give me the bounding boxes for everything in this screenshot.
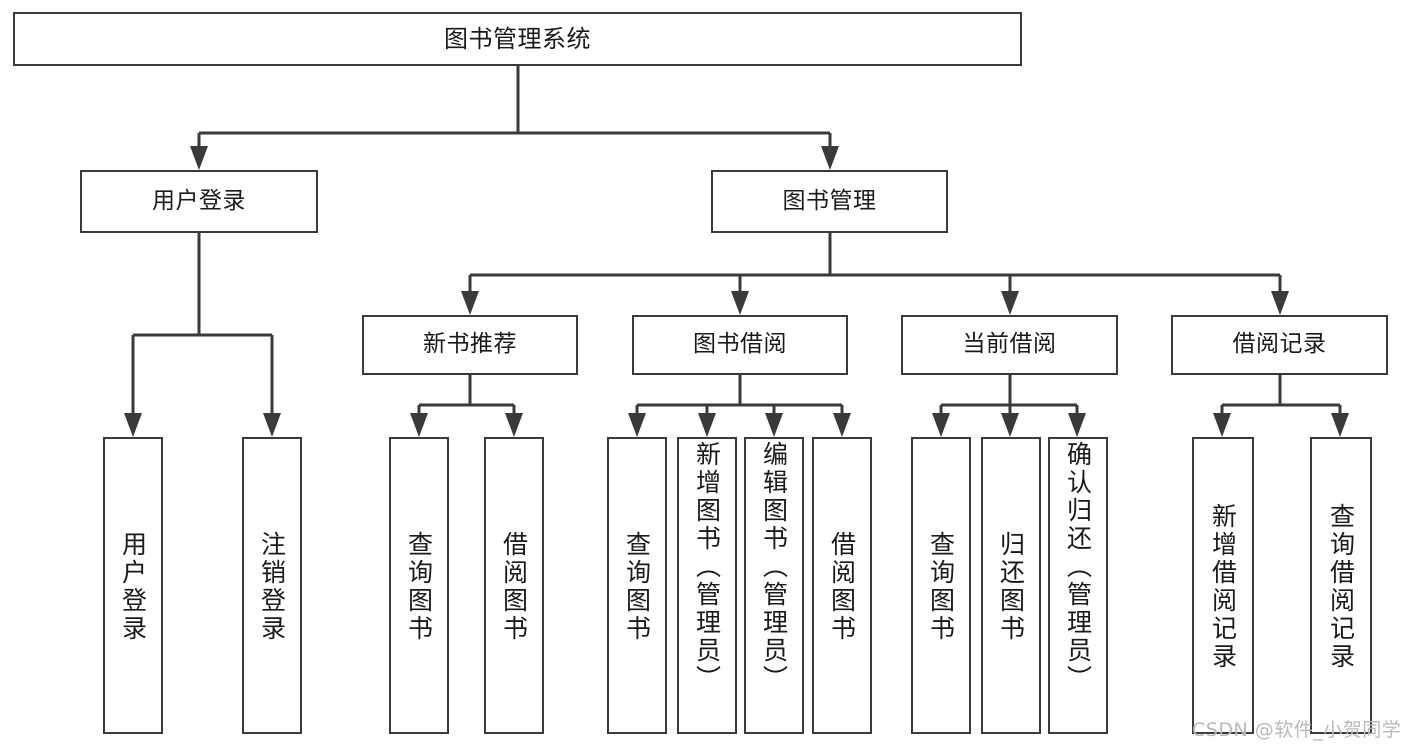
node-label: 当前借阅 [962, 331, 1057, 358]
node-label: 编辑图书（管理员） [759, 441, 789, 693]
node-current-borrow[interactable]: 当前借阅 [901, 315, 1118, 375]
node-label: 查询图书 [404, 530, 434, 643]
node-borrow-record[interactable]: 借阅记录 [1171, 315, 1388, 375]
leaf-query-book-3[interactable]: 查询图书 [911, 437, 971, 734]
node-root-system[interactable]: 图书管理系统 [13, 12, 1022, 66]
node-label: 新增图书（管理员） [692, 441, 722, 693]
node-label: 确认归还（管理员） [1063, 441, 1093, 693]
node-label: 查询图书 [622, 530, 652, 643]
csdn-watermark: CSDN @软件_小贺同学 [1192, 719, 1402, 741]
node-book-borrow[interactable]: 图书借阅 [632, 315, 848, 375]
node-new-book-recommend[interactable]: 新书推荐 [362, 315, 578, 375]
leaf-borrow-book-1[interactable]: 借阅图书 [484, 437, 544, 734]
leaf-edit-book-admin[interactable]: 编辑图书（管理员） [744, 437, 804, 734]
leaf-query-book-1[interactable]: 查询图书 [389, 437, 449, 734]
leaf-return-book[interactable]: 归还图书 [981, 437, 1041, 734]
leaf-add-book-admin[interactable]: 新增图书（管理员） [677, 437, 737, 734]
node-label: 注销登录 [257, 530, 287, 643]
node-label: 新书推荐 [423, 331, 517, 358]
node-label: 新增借阅记录 [1208, 502, 1238, 671]
leaf-query-book-2[interactable]: 查询图书 [607, 437, 667, 734]
leaf-confirm-return-admin[interactable]: 确认归还（管理员） [1048, 437, 1108, 734]
node-user-login[interactable]: 用户登录 [80, 170, 318, 233]
node-label: 图书借阅 [693, 331, 787, 358]
node-label: 用户登录 [152, 187, 246, 214]
node-label: 借阅图书 [499, 530, 529, 643]
node-book-management[interactable]: 图书管理 [711, 170, 948, 233]
leaf-add-borrow-record[interactable]: 新增借阅记录 [1192, 437, 1254, 734]
node-label: 图书管理系统 [444, 24, 591, 53]
leaf-user-login[interactable]: 用户登录 [103, 437, 163, 734]
node-label: 借阅图书 [827, 530, 857, 643]
node-label: 借阅记录 [1232, 331, 1327, 358]
node-label: 用户登录 [118, 530, 148, 643]
node-label: 查询借阅记录 [1326, 502, 1356, 671]
leaf-query-borrow-record[interactable]: 查询借阅记录 [1310, 437, 1372, 734]
leaf-borrow-book-2[interactable]: 借阅图书 [812, 437, 872, 734]
leaf-logout-login[interactable]: 注销登录 [242, 437, 302, 734]
node-label: 查询图书 [926, 530, 956, 643]
node-label: 归还图书 [996, 530, 1026, 643]
node-label: 图书管理 [782, 187, 877, 214]
